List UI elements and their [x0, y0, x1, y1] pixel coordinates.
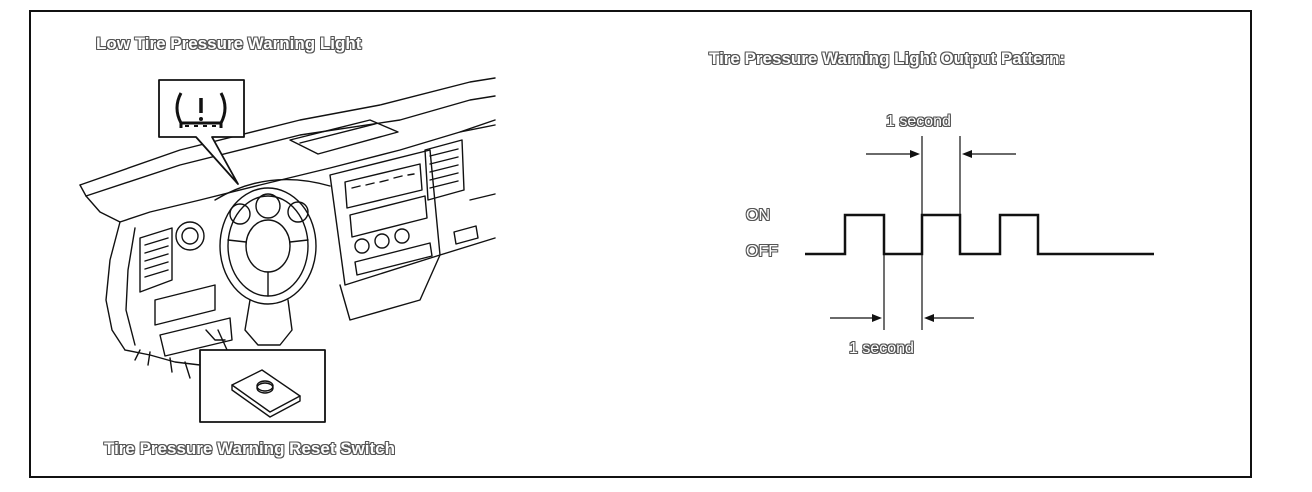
diagram-frame	[29, 10, 1252, 478]
defrost-vent	[289, 119, 399, 155]
dash-knob	[175, 221, 205, 251]
reset-switch-title: Tire Pressure Warning Reset Switch	[104, 439, 395, 458]
steering-wheel	[219, 187, 317, 305]
right-air-vent	[424, 139, 465, 201]
output-pattern-title: Tire Pressure Warning Light Output Patte…	[709, 49, 1066, 68]
bottom-interval-label: 1 second	[849, 340, 914, 357]
top-interval-label: 1 second	[886, 113, 951, 130]
dashboard-top-edge	[79, 77, 496, 186]
warning-light-title: Low Tire Pressure Warning Light	[96, 34, 362, 53]
on-label: ON	[746, 207, 770, 224]
signal-waveform	[805, 213, 1154, 256]
left-air-vent	[139, 227, 173, 293]
off-label: OFF	[746, 243, 778, 260]
warning-light-callout	[158, 79, 245, 185]
tire-pressure-warning-icon	[175, 92, 227, 128]
